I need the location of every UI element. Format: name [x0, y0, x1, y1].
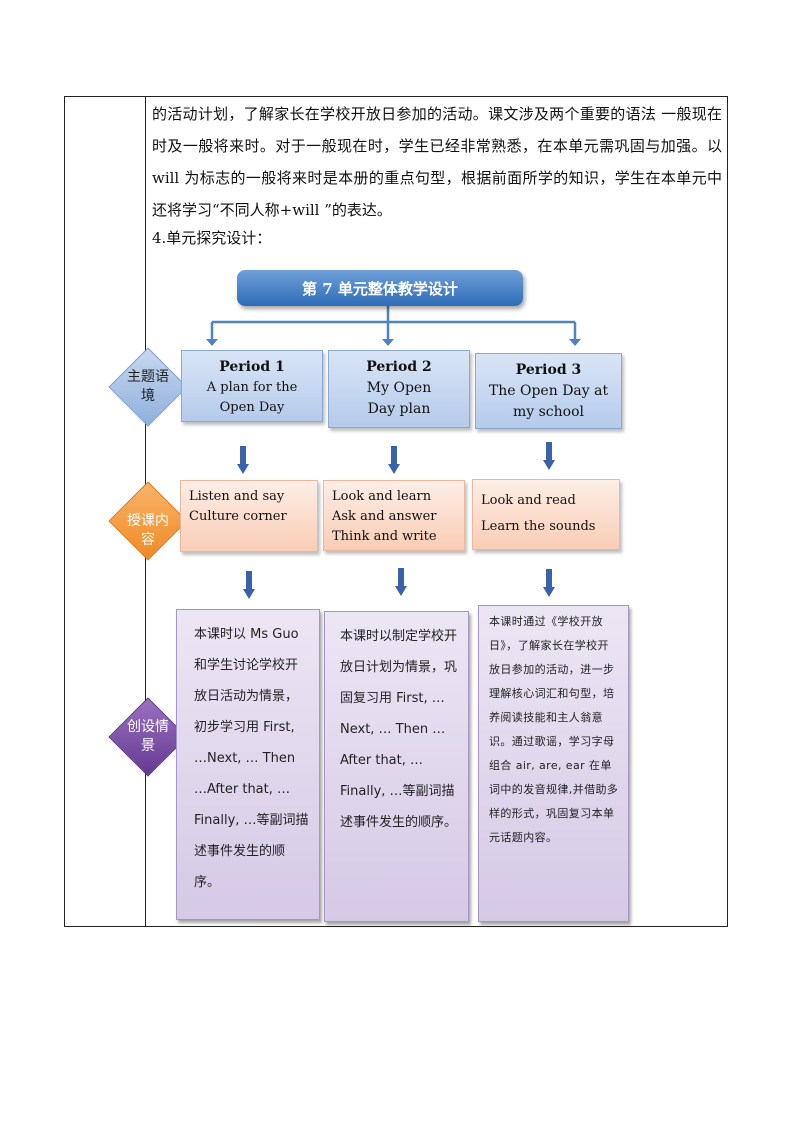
- period-1-content-box: Listen and say Culture corner: [180, 480, 318, 552]
- down-arrow-icon: [237, 446, 249, 474]
- content-item: Think and write: [332, 529, 437, 544]
- down-arrow-icon: [543, 442, 555, 470]
- period-2-subtitle: My Open Day plan: [366, 380, 432, 417]
- period-3-scenario-box: 本课时通过《学校开放日》，了解家长在学校开放日参加的活动，进一步理解核心词汇和句…: [478, 605, 629, 922]
- period-3-box: Period 3 The Open Day at my school: [475, 353, 622, 429]
- content-item: Ask and answer: [332, 509, 437, 524]
- down-arrow-icon: [543, 569, 555, 597]
- table-frame: [64, 96, 728, 927]
- period-1-scenario-box: 本课时以 Ms Guo 和学生讨论学校开放日活动为情景，初步学习用 First,…: [176, 609, 320, 920]
- content-item: Listen and say: [189, 489, 285, 504]
- content-label: 授课内容: [127, 513, 169, 548]
- diagram-title: 第 7 单元整体教学设计: [237, 270, 523, 306]
- content-item: Look and learn: [332, 489, 432, 504]
- period-1-title: Period 1: [219, 359, 285, 375]
- down-arrow-icon: [388, 446, 400, 474]
- period-3-title: Period 3: [515, 362, 582, 378]
- content-item: Look and read: [481, 493, 576, 508]
- down-arrow-icon: [243, 571, 255, 599]
- period-1-box: Period 1 A plan for the Open Day: [181, 350, 323, 422]
- section-heading: 4.单元探究设计：: [152, 229, 272, 247]
- period-2-scenario-text: 本课时以制定学校开放日计划为情景，巩固复习用 First, …Next, … T…: [340, 629, 458, 830]
- period-2-title: Period 2: [366, 359, 432, 375]
- period-3-subtitle: The Open Day at my school: [488, 383, 609, 420]
- period-2-content-box: Look and learn Ask and answer Think and …: [323, 480, 465, 551]
- period-1-subtitle: A plan for the Open Day: [206, 380, 298, 415]
- down-arrow-icon: [395, 568, 407, 596]
- intro-paragraph: 的活动计划，了解家长在学校开放日参加的活动。课文涉及两个重要的语法 一般现在时及…: [152, 105, 722, 219]
- content-item: Culture corner: [189, 509, 287, 524]
- scenario-label: 创设情景: [127, 719, 169, 754]
- period-2-box: Period 2 My Open Day plan: [328, 350, 470, 428]
- theme-label: 主题语境: [127, 369, 169, 404]
- period-3-content-box: Look and read Learn the sounds: [472, 479, 620, 550]
- period-3-scenario-text: 本课时通过《学校开放日》，了解家长在学校开放日参加的活动，进一步理解核心词汇和句…: [489, 615, 619, 844]
- period-1-scenario-text: 本课时以 Ms Guo 和学生讨论学校开放日活动为情景，初步学习用 First,…: [194, 627, 309, 890]
- period-2-scenario-box: 本课时以制定学校开放日计划为情景，巩固复习用 First, …Next, … T…: [324, 611, 469, 922]
- content-item: Learn the sounds: [481, 519, 596, 534]
